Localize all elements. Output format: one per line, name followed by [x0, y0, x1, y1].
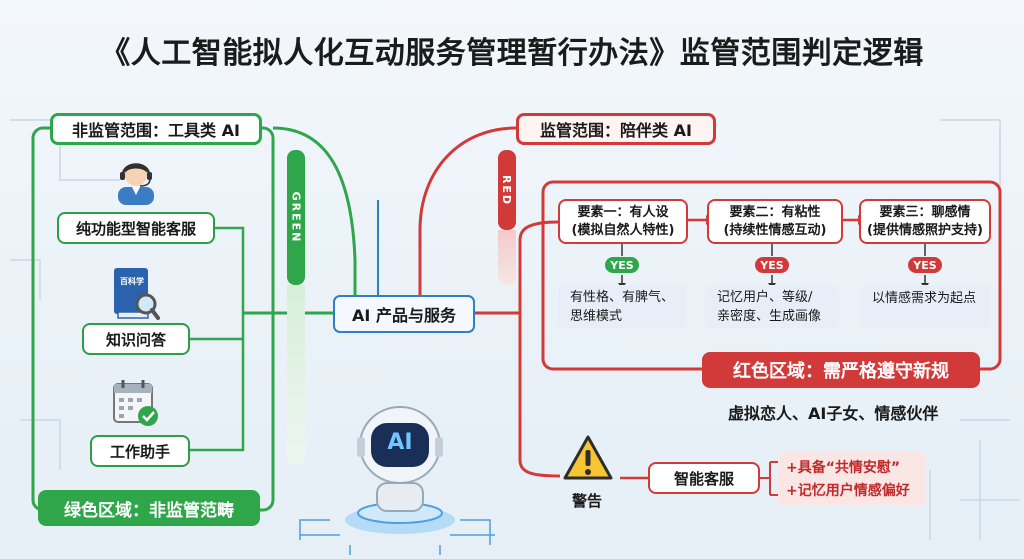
warning-condition-1: +具备“共情安慰” [786, 460, 901, 476]
tool-item-work-assistant: 工作助手 [90, 435, 190, 467]
page-title: 《人工智能拟人化互动服务管理暂行办法》监管范围判定逻辑 [100, 36, 924, 71]
yes-badge-1: YES [605, 257, 639, 273]
warning-label: 警告 [572, 492, 603, 510]
detail-1-line-1: 有性格、有脾气、 [570, 289, 675, 305]
red-tab-fade [498, 230, 516, 285]
factor-3-title: 要素三：聊感情 [879, 204, 971, 220]
robot-icon [345, 406, 455, 534]
left-header: 非监管范围：工具类 AI [50, 113, 262, 145]
factor-2-sub: (持续性情感互动) [723, 222, 827, 238]
right-header: 监管范围：陪伴类 AI [516, 113, 716, 145]
detail-3: 以情感需求为起点 [860, 285, 990, 328]
calendar-icon [113, 380, 158, 426]
robot-circuit [299, 519, 495, 555]
center-node: AI 产品与服务 [333, 295, 475, 333]
factor-1-title: 要素一：有人设 [577, 204, 669, 220]
green-tab: GREEN [287, 150, 305, 285]
warning-target: 智能客服 [648, 462, 760, 494]
detail-3-line-1: 以情感需求为起点 [872, 291, 977, 306]
red-zone-label: 红色区域：需严格遵守新规 [702, 352, 980, 388]
customer-service-icon [118, 163, 154, 205]
detail-1: 有性格、有脾气、 思维模式 [558, 285, 686, 328]
factor-2-title: 要素二：有粘性 [729, 204, 821, 220]
factor-1-sub: (模拟自然人特性) [571, 222, 675, 238]
robot-text: AI [387, 430, 413, 455]
warning-condition-2: +记忆用户情感偏好 [786, 483, 910, 499]
warning-icon [563, 435, 613, 480]
warning-conditions: +具备“共情安慰” +记忆用户情感偏好 [778, 452, 926, 506]
book-icon: 百科学 [110, 266, 160, 322]
yes-badge-3: YES [908, 257, 942, 273]
detail-1-line-2: 思维模式 [570, 308, 623, 324]
companion-examples: 虚拟恋人、AI子女、情感伙伴 [728, 404, 939, 423]
green-tab-fade [287, 285, 305, 465]
factor-3-sub: (提供情感照护支持) [867, 222, 983, 238]
factor-1: 要素一：有人设 (模拟自然人特性) [558, 199, 688, 244]
green-zone-label: 绿色区域：非监管范畴 [38, 490, 260, 526]
detail-2: 记忆用户、等级/ 亲密度、生成画像 [705, 285, 839, 328]
book-label: 百科学 [120, 277, 144, 286]
detail-2-line-1: 记忆用户、等级/ [717, 289, 813, 305]
tool-item-knowledge-qa: 知识问答 [82, 323, 190, 355]
detail-2-line-2: 亲密度、生成画像 [717, 308, 822, 324]
factor-3: 要素三：聊感情 (提供情感照护支持) [859, 199, 991, 244]
red-tab: RED [498, 150, 516, 230]
factor-2: 要素二：有粘性 (持续性情感互动) [707, 199, 843, 244]
tool-item-customer-service: 纯功能型智能客服 [57, 212, 215, 244]
yes-badge-2: YES [755, 257, 789, 273]
